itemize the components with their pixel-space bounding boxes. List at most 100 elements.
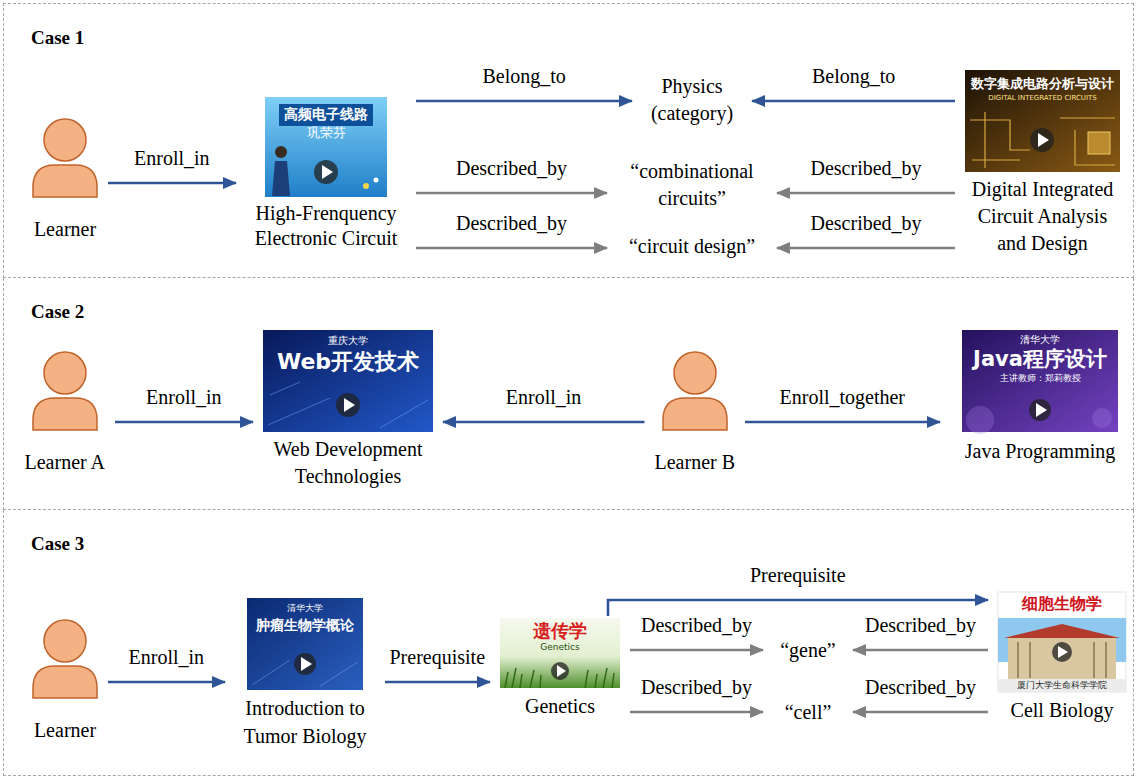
course-thumbnail-art: [500, 618, 620, 688]
relation-arrow: [416, 100, 632, 103]
thumbnail-text: 巩荣芬: [307, 125, 346, 141]
relation-label: Prerequisite: [387, 645, 489, 669]
learner-body: [33, 666, 97, 698]
course-name: Introduction to Tumor Biology: [235, 694, 375, 750]
case-title: Case 3: [31, 532, 84, 556]
relation-arrow: [777, 247, 955, 249]
thumbnail-text: 肿瘤生物学概论: [256, 617, 354, 634]
presenter-body: [272, 161, 290, 196]
case-band: Case 2 Learner A 重庆大学 Web开发技术 Web Developmen…: [3, 278, 1134, 510]
learner-body: [33, 398, 97, 430]
course-node: 重庆大学 Web开发技术 Web Development Technologies: [263, 330, 433, 490]
thumbnail-text: 遗传学: [533, 620, 587, 642]
thumbnail-ground: [965, 70, 1120, 172]
play-button: [551, 662, 569, 680]
course-thumbnail: 数字集成电路分析与设计 DIGITAL INTEGRATED CIRCUITS: [965, 70, 1120, 172]
relation-arrow: [443, 421, 645, 424]
case-title: Case 2: [31, 300, 84, 324]
play-icon: [557, 665, 566, 677]
course-node: 清华大学肿瘤生物学概论Introduction to Tumor Biology: [235, 598, 375, 750]
course-thumbnail-art: [965, 70, 1120, 172]
presenter-head: [275, 146, 287, 158]
relation-label: Described_by: [638, 613, 755, 637]
course-thumbnail-art: [998, 592, 1126, 692]
course-thumbnail: 遗传学Genetics: [500, 618, 620, 688]
course-thumbnail: 清华大学肿瘤生物学概论: [247, 598, 363, 690]
learner-head: [674, 352, 716, 394]
thumbnail-text: Web开发技术: [277, 349, 419, 375]
thumbnail-ground: [247, 598, 363, 690]
learner-icon: [33, 119, 97, 197]
learner-node: Learner: [32, 618, 98, 742]
relation-label: Described_by: [453, 156, 570, 180]
course-node: 清华大学Java程序设计主讲教师：郑莉教授Java Programming: [950, 330, 1130, 465]
thumbnail-ground: [265, 97, 387, 197]
play-button: [1052, 642, 1072, 662]
relation-arrow: [416, 247, 607, 249]
play-icon: [344, 398, 355, 412]
relation-label: Belong_to: [480, 64, 569, 88]
caption-strip: [998, 679, 1126, 692]
play-button: [314, 160, 338, 184]
play-icon: [322, 165, 333, 179]
play-button: [1030, 128, 1054, 152]
course-name: Web Development Technologies: [263, 436, 433, 490]
thumbnail-text: 重庆大学: [328, 335, 368, 347]
thumbnail-ground: [998, 592, 1126, 692]
course-name: Java Programming: [950, 438, 1130, 465]
relation-label: Described_by: [862, 613, 979, 637]
thumbnail-text: DIGITAL INTEGRATED CIRCUITS: [988, 94, 1096, 102]
thumbnail-text: 数字集成电路分析与设计: [971, 76, 1114, 92]
decor-dot: [374, 178, 379, 183]
course-thumbnail-art: [263, 330, 433, 432]
relation-arrow: [416, 192, 607, 194]
relation-label: Described_by: [638, 675, 755, 699]
thumbnail-ground: [500, 618, 620, 688]
thumbnail-text: 主讲教师：郑莉教授: [1000, 373, 1081, 384]
concept-text: “gene”: [773, 637, 843, 664]
relation-arrow: [630, 711, 763, 713]
relation-arrow: [853, 711, 988, 713]
relation-label: Described_by: [862, 675, 979, 699]
concept-text: Physics (category): [642, 73, 742, 127]
concept-node: Physics (category): [642, 73, 742, 127]
relation-arrow: [385, 681, 490, 684]
play-button: [336, 393, 360, 417]
relation-arrow: [777, 192, 955, 194]
course-thumbnail-art: [247, 598, 363, 690]
concept-node: “circuit design”: [617, 233, 767, 260]
learner-node: Learner B: [655, 350, 736, 474]
learner-icon: [663, 352, 727, 430]
relation-arrow: [108, 681, 225, 684]
thumbnail-ground: [263, 330, 433, 432]
learner-head: [44, 620, 86, 662]
concept-node: “gene”: [773, 637, 843, 664]
learner-node: Learner: [32, 117, 98, 241]
learner-head: [44, 352, 86, 394]
play-icon: [301, 657, 312, 671]
relation-label: Enroll_in: [503, 385, 585, 409]
circuit-trace: [970, 112, 1115, 168]
case-title: Case 1: [31, 26, 84, 50]
play-icon: [1036, 403, 1047, 417]
relation-label: Belong_to: [809, 64, 898, 88]
course-name: Digital Integrated Circuit Analysis and …: [967, 176, 1119, 257]
relation-arrow: [608, 600, 988, 616]
course-name: High-Frenquency Electronic Circuit: [246, 201, 406, 251]
thumbnail-text: 清华大学: [287, 603, 323, 614]
course-name: Cell Biology: [998, 696, 1126, 724]
building: [1008, 636, 1116, 679]
learner-name: Learner: [34, 217, 96, 241]
decor-circle: [1092, 408, 1112, 428]
relation-label: Prerequisite: [747, 563, 849, 587]
relation-arrow: [115, 421, 253, 424]
thumbnail-text: 高频电子线路: [284, 106, 368, 123]
decor-dot: [363, 183, 369, 189]
relation-arrow: [630, 649, 763, 651]
thumbnail-text: 细胞生物学: [1022, 594, 1102, 613]
concept-node: “cell”: [773, 699, 843, 726]
case-band: Case 1 Learner 高频电子线路巩荣芬 High-Frenquency El…: [3, 3, 1134, 278]
course-thumbnail-art: [265, 97, 387, 197]
play-icon: [1058, 646, 1068, 658]
learner-node: Learner A: [25, 350, 106, 474]
